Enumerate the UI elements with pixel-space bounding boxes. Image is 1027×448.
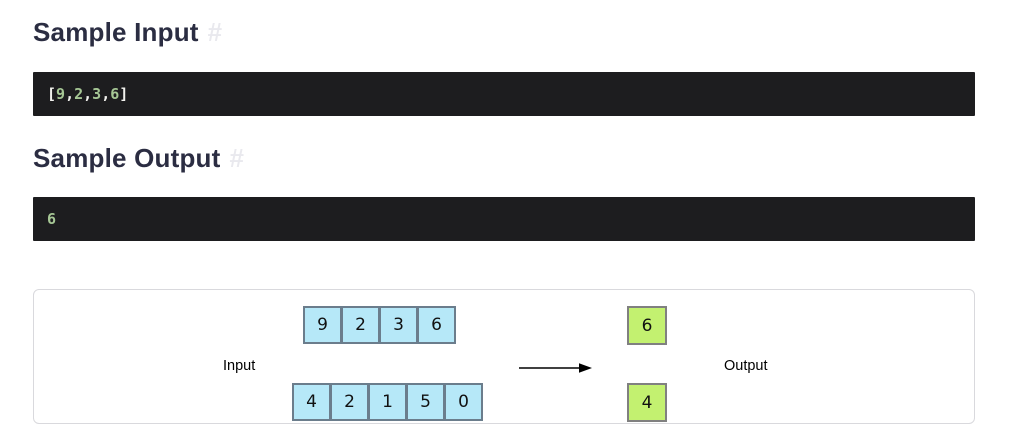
result-cell: 4: [627, 383, 667, 422]
array-cell: 1: [368, 383, 407, 421]
array-cell: 0: [444, 383, 483, 421]
diagram-panel: Input 9 2 3 6 4 2 1 5 0 6 4 Output: [33, 289, 975, 424]
sample-output-heading: Sample Output #: [33, 142, 244, 174]
sample-output-anchor-link[interactable]: #: [229, 143, 245, 173]
array-cell: 2: [330, 383, 369, 421]
result-cell: 6: [627, 306, 667, 345]
array-cell: 3: [379, 306, 418, 344]
right-arrow-icon: [519, 361, 592, 379]
array-cell: 2: [341, 306, 380, 344]
code-token: ,: [65, 85, 75, 103]
code-token: ]: [119, 85, 129, 103]
sample-input-anchor-link[interactable]: #: [207, 17, 223, 47]
code-token: 9: [56, 85, 66, 103]
code-token: [: [47, 85, 57, 103]
array-cell: 5: [406, 383, 445, 421]
diagram-output-label: Output: [724, 358, 768, 374]
array-cell: 9: [303, 306, 342, 344]
code-token: ,: [83, 85, 93, 103]
diagram-input-label: Input: [223, 358, 256, 374]
sample-input-heading-text: Sample Input: [33, 17, 199, 47]
code-token: 2: [74, 85, 84, 103]
array-cell: 6: [417, 306, 456, 344]
input-array-row: 9 2 3 6: [303, 306, 456, 344]
input-array-row: 4 2 1 5 0: [292, 383, 483, 421]
sample-input-heading: Sample Input #: [33, 16, 222, 48]
code-token: 3: [92, 85, 102, 103]
code-token: 6: [47, 210, 57, 228]
sample-input-code-block: [9,2,3,6]: [33, 72, 975, 116]
sample-output-code-block: 6: [33, 197, 975, 241]
sample-output-heading-text: Sample Output: [33, 143, 221, 173]
array-cell: 4: [292, 383, 331, 421]
code-token: 6: [110, 85, 120, 103]
code-token: ,: [101, 85, 111, 103]
